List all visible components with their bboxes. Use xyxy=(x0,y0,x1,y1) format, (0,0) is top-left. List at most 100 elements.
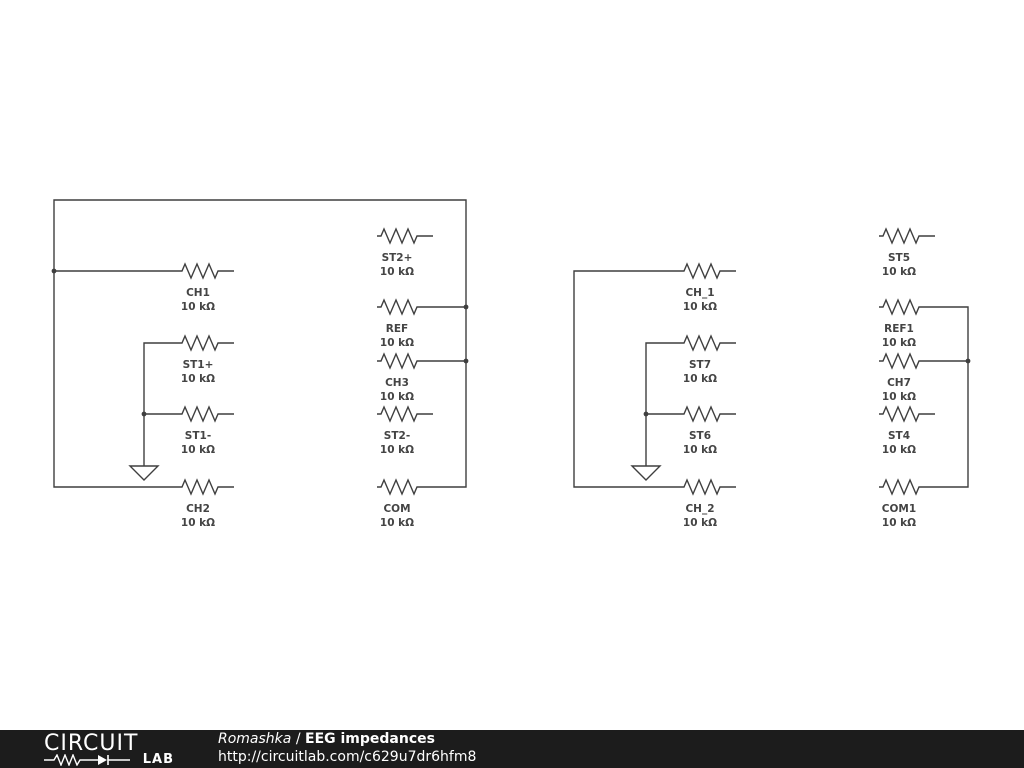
footer-bar: CIRCUIT LAB Romashka / EEG impedances ht… xyxy=(0,730,1024,768)
resistor-zigzag xyxy=(377,227,433,245)
ch2-wire xyxy=(53,271,178,488)
circuit-url[interactable]: http://circuitlab.com/c629u7dr6hfm8 xyxy=(218,749,477,765)
circuit-title[interactable]: EEG impedances xyxy=(305,731,435,747)
resistor-name: ST7 xyxy=(689,359,711,371)
resistor-value: 10 kΩ xyxy=(882,517,916,529)
resistor-zigzag xyxy=(377,352,433,370)
resistor-zigzag xyxy=(377,405,433,423)
junction-dot xyxy=(463,304,469,310)
resistor-ch_1[interactable]: CH_1 10 kΩ xyxy=(680,262,736,313)
ref1-com1-wire xyxy=(935,306,969,488)
resistor-zigzag xyxy=(178,478,234,496)
circuit-schematic: CH1 10 kΩ ST1+ 10 kΩ ST1- 10 kΩ CH2 10 kΩ ST2+ 10… xyxy=(51,199,971,529)
resistor-value: 10 kΩ xyxy=(380,337,414,349)
resistor-name: CH7 xyxy=(887,377,911,389)
resistor-ch1[interactable]: CH1 10 kΩ xyxy=(178,262,234,313)
resistor-name: REF xyxy=(386,323,408,335)
resistor-value: 10 kΩ xyxy=(181,517,215,529)
resistor-name: ST2+ xyxy=(382,252,413,264)
circuit-info: Romashka / EEG impedances xyxy=(218,731,435,747)
resistor-name: CH_1 xyxy=(685,287,714,299)
resistor-name: ST2- xyxy=(384,430,410,442)
resistor-zigzag xyxy=(680,405,736,423)
wires xyxy=(51,199,971,488)
resistor-zigzag xyxy=(680,478,736,496)
resistor-zigzag xyxy=(879,405,935,423)
resistor-zigzag xyxy=(178,405,234,423)
resistor-name: ST4 xyxy=(888,430,910,442)
resistor-value: 10 kΩ xyxy=(380,391,414,403)
resistor-com1[interactable]: COM1 10 kΩ xyxy=(879,478,935,529)
resistor-ch7[interactable]: CH7 10 kΩ xyxy=(879,352,935,403)
outer-loop-right xyxy=(53,199,467,488)
resistor-name: ST1+ xyxy=(183,359,214,371)
resistor-com[interactable]: COM 10 kΩ xyxy=(377,478,433,529)
components: CH1 10 kΩ ST1+ 10 kΩ ST1- 10 kΩ CH2 10 kΩ ST2+ 10… xyxy=(178,227,935,529)
resistor-value: 10 kΩ xyxy=(882,266,916,278)
resistor-zigzag xyxy=(879,352,935,370)
resistor-value: 10 kΩ xyxy=(181,444,215,456)
junction-dot xyxy=(51,268,57,274)
resistor-st1p[interactable]: ST1+ 10 kΩ xyxy=(178,334,234,385)
resistor-ref1[interactable]: REF1 10 kΩ xyxy=(879,298,935,349)
logo-bottom-row: LAB xyxy=(44,752,174,767)
resistor-name: ST5 xyxy=(888,252,910,264)
resistor-value: 10 kΩ xyxy=(683,444,717,456)
junction-dot xyxy=(965,358,971,364)
resistor-name: CH2 xyxy=(186,503,210,515)
resistor-diode-icon xyxy=(44,754,130,766)
logo-lab-text: LAB xyxy=(142,752,174,767)
resistor-ch3[interactable]: CH3 10 kΩ xyxy=(377,352,433,403)
resistor-name: ST6 xyxy=(689,430,711,442)
resistor-ref[interactable]: REF 10 kΩ xyxy=(377,298,433,349)
resistor-zigzag xyxy=(680,334,736,352)
ground-symbol xyxy=(630,460,662,481)
resistor-name: COM xyxy=(383,503,410,515)
resistor-st2p[interactable]: ST2+ 10 kΩ xyxy=(377,227,433,278)
resistor-value: 10 kΩ xyxy=(181,301,215,313)
resistor-value: 10 kΩ xyxy=(380,444,414,456)
resistor-ch2[interactable]: CH2 10 kΩ xyxy=(178,478,234,529)
logo-circuit-text: CIRCUIT xyxy=(44,731,139,756)
resistor-st1m[interactable]: ST1- 10 kΩ xyxy=(178,405,234,456)
resistor-value: 10 kΩ xyxy=(683,301,717,313)
resistor-zigzag xyxy=(178,262,234,280)
resistor-st7[interactable]: ST7 10 kΩ xyxy=(680,334,736,385)
resistor-zigzag xyxy=(879,227,935,245)
resistor-name: COM1 xyxy=(882,503,916,515)
resistor-value: 10 kΩ xyxy=(380,517,414,529)
resistor-value: 10 kΩ xyxy=(882,337,916,349)
resistor-zigzag xyxy=(377,478,433,496)
resistor-name: ST1- xyxy=(185,430,211,442)
resistor-value: 10 kΩ xyxy=(882,391,916,403)
junction-dot xyxy=(141,411,147,417)
st-ground-wire xyxy=(645,342,680,415)
junction-dot xyxy=(643,411,649,417)
resistor-zigzag xyxy=(680,262,736,280)
resistor-ch_2[interactable]: CH_2 10 kΩ xyxy=(680,478,736,529)
ch-loop-wire xyxy=(573,270,680,488)
resistor-name: CH3 xyxy=(385,377,409,389)
junction-dot xyxy=(463,358,469,364)
resistor-name: CH1 xyxy=(186,287,210,299)
resistor-st4[interactable]: ST4 10 kΩ xyxy=(879,405,935,456)
resistor-value: 10 kΩ xyxy=(683,373,717,385)
resistor-name: REF1 xyxy=(884,323,914,335)
resistor-zigzag xyxy=(178,334,234,352)
resistor-st6[interactable]: ST6 10 kΩ xyxy=(680,405,736,456)
resistor-name: CH_2 xyxy=(685,503,714,515)
resistor-zigzag xyxy=(377,298,433,316)
resistor-zigzag xyxy=(879,298,935,316)
author-link[interactable]: Romashka xyxy=(218,731,292,747)
resistor-st5[interactable]: ST5 10 kΩ xyxy=(879,227,935,278)
ground-symbol xyxy=(128,460,160,481)
resistor-zigzag xyxy=(879,478,935,496)
resistor-value: 10 kΩ xyxy=(380,266,414,278)
resistor-value: 10 kΩ xyxy=(683,517,717,529)
resistor-value: 10 kΩ xyxy=(882,444,916,456)
resistor-value: 10 kΩ xyxy=(181,373,215,385)
resistor-st2m[interactable]: ST2- 10 kΩ xyxy=(377,405,433,456)
st1-ground-wire xyxy=(143,342,178,415)
circuitlab-logo[interactable]: CIRCUIT LAB xyxy=(44,731,174,767)
title-separator: / xyxy=(291,731,305,747)
